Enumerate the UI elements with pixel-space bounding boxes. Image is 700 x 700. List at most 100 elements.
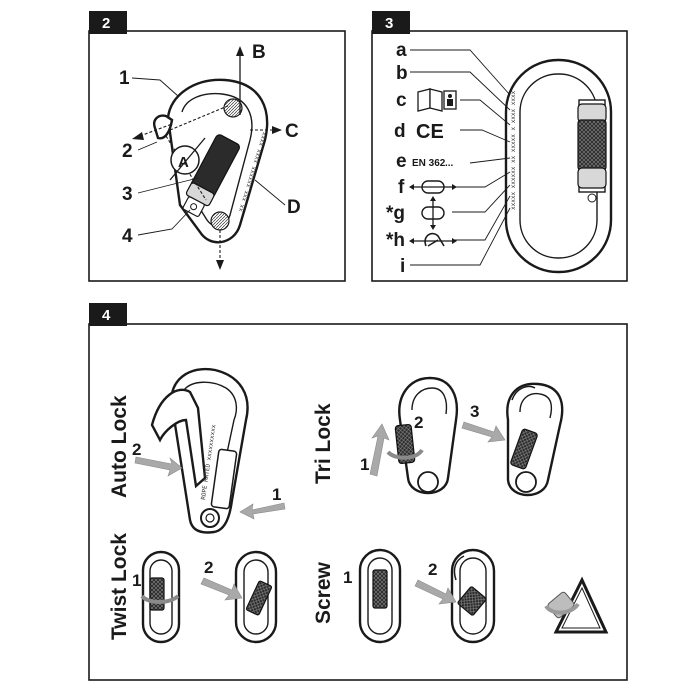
marking-label-h: *h <box>386 230 405 251</box>
leader-f <box>452 171 511 188</box>
screw-step-2-arrow-icon <box>414 579 457 605</box>
twist-lock-carabiner-2: 2 <box>200 550 278 644</box>
leader-b <box>410 71 511 111</box>
panel-2-tab <box>89 11 127 34</box>
auto-lock-hook: ROPE RATED xxxxxxxxxx 2 1 <box>132 367 286 534</box>
tri-carabiner-1-sleeve <box>394 423 416 465</box>
screw-step-2-number: 2 <box>428 560 437 579</box>
manual-book-icon <box>417 88 457 112</box>
auto-step-1-number: 1 <box>272 485 281 504</box>
hinge-pin-top <box>223 98 243 118</box>
en-standard-ellipsis: ... <box>445 158 454 169</box>
marking-leaders <box>410 49 511 266</box>
screw-carabiner-2-inner <box>459 557 487 635</box>
axis-down-arrow-icon <box>216 260 224 270</box>
marking-label-a: a <box>396 40 407 61</box>
direction-label-c: C <box>285 121 299 142</box>
tri-step-3-number: 3 <box>470 402 479 421</box>
tri-carabiner-2-gate-open <box>511 385 536 401</box>
part-label-2: 2 <box>122 141 133 162</box>
leader-d <box>460 129 511 143</box>
part-label-3: 3 <box>122 184 133 205</box>
panel-3-tab <box>372 11 410 34</box>
marking-label-b: b <box>396 63 408 84</box>
tri-lock-carabiner-1: 1 2 <box>360 376 459 495</box>
oval-spine-marking: xxxxx xxxxxx xx xxxxx x xxxx xxxx <box>510 90 517 210</box>
oval-sleeve-top <box>577 103 607 123</box>
twist-lock-carabiner-1: 1 <box>132 550 181 644</box>
tri-step-1-arrow-icon <box>369 423 390 477</box>
leader-1 <box>131 77 179 97</box>
screw-title: Screw <box>312 561 335 624</box>
oval-gate-rivet <box>587 193 597 203</box>
panel-3-tab-number: 3 <box>385 15 393 32</box>
axis-a-label: A <box>178 154 189 171</box>
part-label-4: 4 <box>122 226 133 247</box>
tri-carabiner-2-sleeve <box>510 428 538 470</box>
oval-carabiner: xxxxx xxxxxx xx xxxxx x xxxx xxxx <box>504 58 613 274</box>
hook-eye-inner <box>205 513 215 523</box>
twist-carabiner-1-sleeve <box>149 577 165 611</box>
tri-step-3-arrow-icon <box>461 421 506 443</box>
screw-carabiner-1-sleeve <box>372 569 388 609</box>
auto-lock-title: Auto Lock <box>108 395 131 498</box>
tri-carabiner-1-eye <box>417 471 439 493</box>
axis-left-arrow-icon <box>132 132 144 140</box>
screw-carabiner-1: 1 <box>343 548 402 644</box>
leader-d <box>254 179 286 206</box>
screw-step-1-number: 1 <box>343 568 352 587</box>
tri-carabiner-1-body <box>398 376 459 495</box>
gate-open-line <box>169 104 231 131</box>
twist-step-2-number: 2 <box>204 558 213 577</box>
oval-sleeve-knurl <box>577 119 607 171</box>
screw-carabiner-2: 2 <box>414 548 496 644</box>
direction-label-d: D <box>287 197 301 218</box>
twist-step-2-arrow-icon <box>200 577 243 601</box>
twist-rotate-arrow-icon <box>140 594 180 604</box>
tri-step-2-number: 2 <box>414 413 423 432</box>
en-standard-text: EN 362 <box>412 158 446 169</box>
direction-label-b: B <box>252 42 266 63</box>
tri-carabiner-1-inner <box>411 387 448 415</box>
panel-2: 2 xx xxx xxxxxx xxxx xxxx <box>88 11 346 282</box>
tri-step-1-number: 1 <box>360 455 369 474</box>
tri-carabiner-2-inner <box>519 392 553 419</box>
oval-sleeve-bottom <box>577 167 607 189</box>
axis-a-line <box>169 137 206 181</box>
twist-lock-title: Twist Lock <box>108 533 131 640</box>
marking-label-f: f <box>398 177 405 198</box>
panel-2-tab-number: 2 <box>102 15 110 32</box>
strength-minor-axis-icon <box>421 196 445 230</box>
leader-h <box>452 195 511 241</box>
hook-gate <box>150 388 207 489</box>
panel-3: 3 xxxxx xxxxxx xx xxxxx x xxxx xxxx a b <box>371 11 628 282</box>
auto-step-2-arrow-icon <box>134 456 183 477</box>
leader-2 <box>137 141 158 151</box>
axis-up-arrow-icon <box>236 46 244 56</box>
auto-step-1-arrow-icon <box>239 502 286 520</box>
panel-4-tab <box>89 303 127 326</box>
tri-carabiner-2-eye <box>515 471 537 493</box>
leader-i <box>410 207 511 266</box>
axis-right-arrow-icon <box>272 126 282 134</box>
strength-major-axis-icon <box>409 180 457 194</box>
screw-carabiner-2-sleeve <box>457 586 487 616</box>
twist-carabiner-2-inner <box>243 559 269 635</box>
hook-lever <box>210 448 238 510</box>
delta-rotate-arrow-icon <box>544 602 580 615</box>
leader-3 <box>137 177 199 194</box>
gate-hinge-rivet <box>190 203 198 211</box>
auto-step-2-number: 2 <box>132 440 141 459</box>
marking-label-c: c <box>396 90 407 111</box>
screw-carabiner-2-gate-open <box>453 555 465 581</box>
hook-inner <box>183 381 238 496</box>
ce-mark-icon: CE <box>416 121 444 143</box>
leader-g <box>452 184 511 213</box>
leader-c <box>460 99 511 126</box>
axis-left-line <box>139 123 173 137</box>
panel-4-tab-number: 4 <box>102 307 111 324</box>
part-label-1: 1 <box>119 68 130 89</box>
tri-lock-carabiner-2: 3 <box>461 382 564 497</box>
screw-carabiner-1-inner <box>367 557 393 635</box>
